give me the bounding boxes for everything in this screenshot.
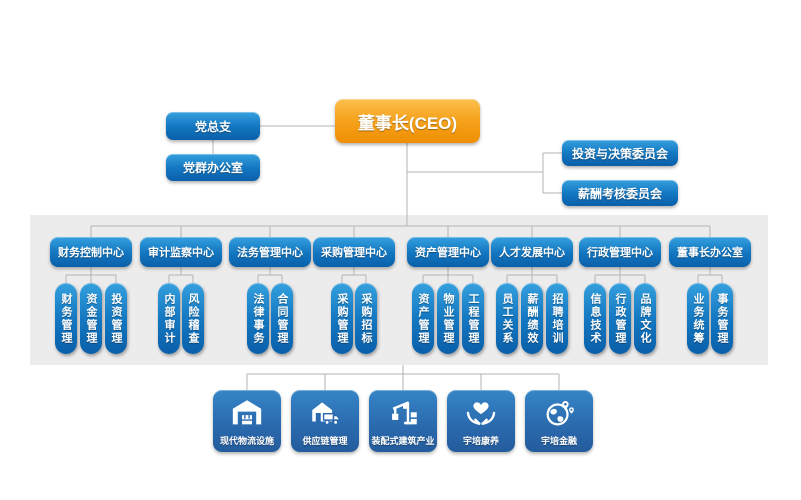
party-branch-node: 党总支 — [166, 112, 260, 140]
business-wellness: 宇培康养 — [447, 390, 515, 452]
dept-procurement-bidding: 采购招标 — [355, 283, 377, 354]
business-label: 现代物流设施 — [219, 436, 274, 446]
dept-procurement-mgmt: 采购管理 — [331, 283, 353, 354]
center-talent: 人才发展中心 — [491, 237, 573, 267]
dept-engineering-mgmt: 工程管理 — [462, 283, 484, 354]
dept-information-technology: 信息技术 — [584, 283, 606, 354]
warehouse-icon — [230, 393, 264, 433]
dept-compensation-performance: 薪酬绩效 — [521, 283, 543, 354]
center-finance-control: 财务控制中心 — [50, 237, 132, 267]
dept-asset-mgmt: 资产管理 — [412, 283, 434, 354]
hands-heart-icon — [464, 393, 498, 433]
center-asset: 资产管理中心 — [407, 237, 489, 267]
dept-employee-relations: 员工关系 — [496, 283, 518, 354]
business-finance: 宇培金融 — [525, 390, 593, 452]
dept-finance-mgmt: 财务管理 — [55, 283, 77, 354]
dept-admin-mgmt: 行政管理 — [609, 283, 631, 354]
center-audit-supervision: 审计监察中心 — [140, 237, 222, 267]
house-truck-icon — [308, 393, 342, 433]
business-supply-chain: 供应链管理 — [291, 390, 359, 452]
dept-legal-affairs: 法律事务 — [247, 283, 269, 354]
party-office-node: 党群办公室 — [166, 154, 260, 181]
dept-business-coordination: 业务统筹 — [687, 283, 709, 354]
ceo-node: 董事长(CEO) — [335, 99, 480, 143]
dept-affairs-mgmt: 事务管理 — [711, 283, 733, 354]
business-prefab-construction: 装配式建筑产业 — [369, 390, 437, 452]
dept-internal-audit: 内部审计 — [158, 283, 180, 354]
business-label: 装配式建筑产业 — [371, 436, 435, 446]
center-procurement: 采购管理中心 — [313, 237, 395, 267]
dept-risk-inspection: 风险稽查 — [182, 283, 204, 354]
center-chairman-office: 董事长办公室 — [669, 237, 751, 267]
committee-compensation-node: 薪酬考核委员会 — [562, 180, 678, 206]
dept-contract-mgmt: 合同管理 — [271, 283, 293, 354]
dept-brand-culture: 品牌文化 — [634, 283, 656, 354]
business-logistics: 现代物流设施 — [213, 390, 281, 452]
committee-investment-node: 投资与决策委员会 — [562, 140, 678, 166]
business-label: 宇培金融 — [540, 436, 577, 446]
dept-investment-mgmt: 投资管理 — [105, 283, 127, 354]
center-legal: 法务管理中心 — [229, 237, 311, 267]
business-label: 宇培康养 — [462, 436, 499, 446]
center-administration: 行政管理中心 — [579, 237, 661, 267]
business-label: 供应链管理 — [302, 436, 348, 446]
dept-recruiting-training: 招聘培训 — [546, 283, 568, 354]
dept-capital-mgmt: 资金管理 — [80, 283, 102, 354]
globe-pins-icon — [542, 393, 576, 433]
dept-property-mgmt: 物业管理 — [437, 283, 459, 354]
crane-icon — [386, 393, 420, 433]
